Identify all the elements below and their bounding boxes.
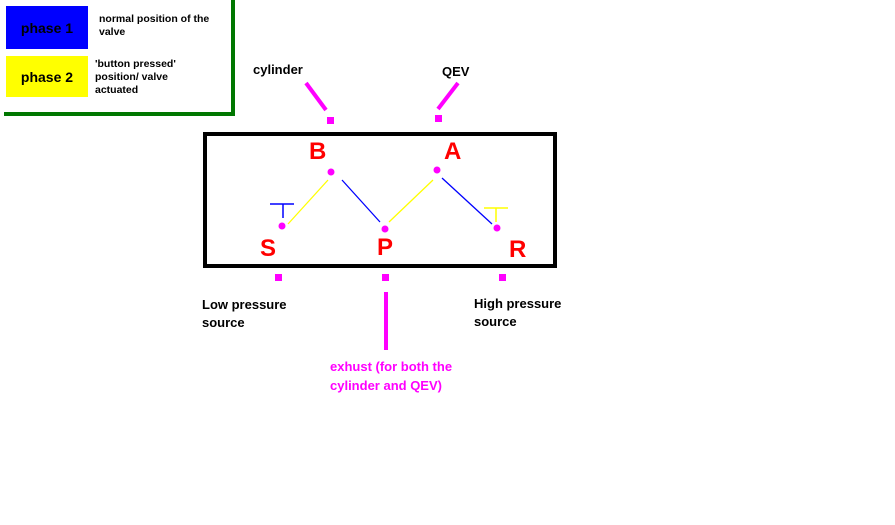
legend-border bbox=[4, 0, 235, 116]
high-pressure-label: High pressure source bbox=[474, 296, 562, 329]
phase2-line-p-a bbox=[388, 179, 434, 223]
phase2-label: phase 2 bbox=[20, 68, 74, 85]
low-pressure-label: Low pressure source bbox=[202, 297, 287, 330]
port-r-dot bbox=[493, 224, 501, 232]
port-s-dot bbox=[278, 222, 286, 230]
cylinder-leader bbox=[304, 81, 328, 112]
qev-label: QEV bbox=[442, 64, 470, 79]
port-p-dot bbox=[381, 225, 389, 233]
phase1-swatch: phase 1 bbox=[6, 6, 88, 49]
phase1-description: normal position of the valve bbox=[99, 13, 210, 38]
phase2-description: 'button pressed' position/ valve actuate… bbox=[95, 58, 176, 96]
phase1-line-b-p bbox=[341, 179, 381, 223]
qev-leader bbox=[436, 81, 460, 111]
cylinder-label: cylinder bbox=[253, 62, 303, 77]
phase1-blocked-tee bbox=[270, 203, 294, 218]
port-a-terminal bbox=[435, 115, 442, 122]
port-b-letter: B bbox=[309, 138, 327, 165]
port-a-dot bbox=[433, 166, 441, 174]
port-s-terminal bbox=[275, 274, 282, 281]
phase2-blocked-tee bbox=[484, 207, 508, 222]
port-p-letter: P bbox=[377, 234, 394, 261]
port-p-terminal bbox=[382, 274, 389, 281]
phase1-label: phase 1 bbox=[20, 19, 74, 36]
exhaust-label: exhust (for both the cylinder and QEV) bbox=[330, 359, 453, 393]
port-b-dot bbox=[327, 168, 335, 176]
valve-body bbox=[203, 132, 557, 268]
phase1-line-a-r bbox=[441, 177, 493, 225]
port-a-letter: A bbox=[444, 138, 462, 165]
port-s-letter: S bbox=[260, 235, 277, 262]
phase2-swatch: phase 2 bbox=[6, 56, 88, 97]
port-r-terminal bbox=[499, 274, 506, 281]
phase2-line-s-b bbox=[287, 179, 329, 225]
port-r-letter: R bbox=[509, 236, 527, 263]
port-b-terminal bbox=[327, 117, 334, 124]
